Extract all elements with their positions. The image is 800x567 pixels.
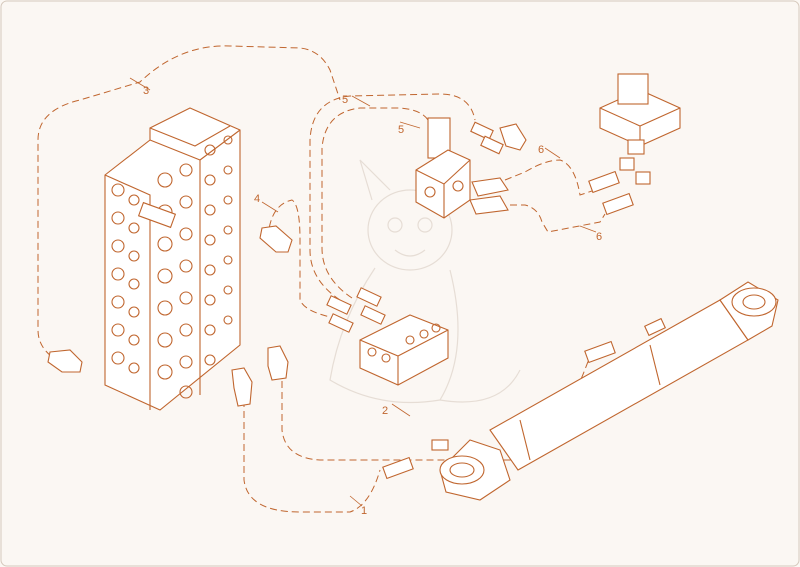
cylinder-fittings <box>382 317 667 480</box>
hydraulic-cylinder <box>439 281 779 501</box>
leader-lines <box>129 77 597 507</box>
hose-3 <box>37 45 341 363</box>
hose-5-outer <box>309 93 476 301</box>
mounting-bracket-valve <box>599 73 681 155</box>
manifold-block <box>359 314 449 386</box>
elbow-fitting-2 <box>267 345 289 381</box>
hose-6-upper <box>504 159 596 196</box>
callout-4: 4 <box>254 193 260 205</box>
hose-5-inner <box>321 107 431 299</box>
callout-3: 3 <box>143 85 149 97</box>
callout-6-lower: 6 <box>596 231 602 243</box>
pilot-valve <box>415 117 471 219</box>
adapter-fittings-group <box>326 287 386 333</box>
elbow-fitting-4 <box>259 225 293 253</box>
pilot-fittings <box>469 121 527 215</box>
elbow-fitting-1 <box>231 367 253 407</box>
callout-5-outer: 5 <box>342 94 348 106</box>
control-valve-block <box>104 107 241 411</box>
elbow-fitting-left <box>47 349 83 373</box>
right-top-fittings <box>588 157 651 216</box>
callout-5-inner: 5 <box>398 124 404 136</box>
hose-4 <box>267 199 336 319</box>
callout-1: 1 <box>361 505 367 517</box>
hose-1 <box>243 400 381 513</box>
callout-2: 2 <box>382 405 388 417</box>
callout-6-upper: 6 <box>538 144 544 156</box>
hose-6-lower <box>510 204 606 233</box>
